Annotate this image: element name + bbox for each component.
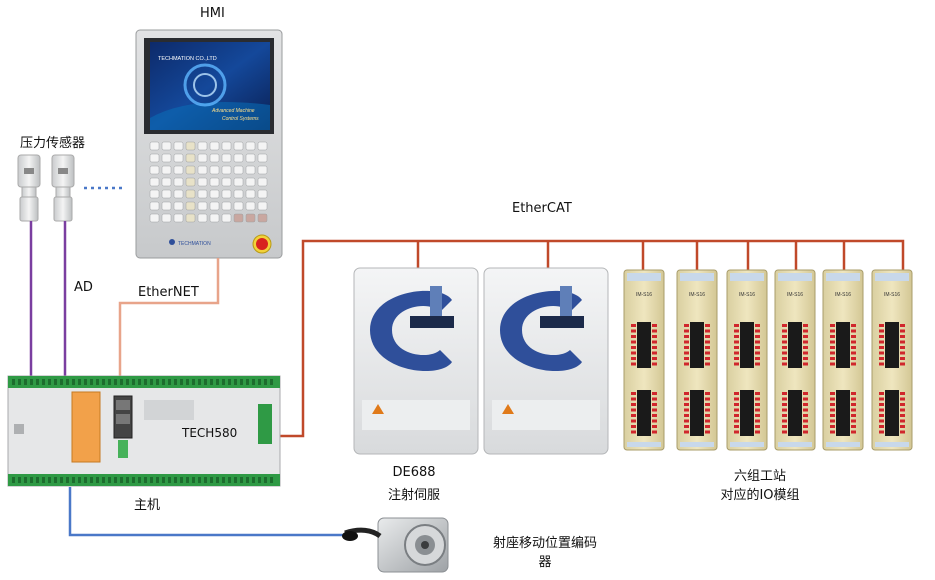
servo-label-line1: DE688 — [392, 465, 436, 480]
io-label-line2: 对应的IO模组 — [720, 488, 800, 503]
svg-text:IM-S16: IM-S16 — [884, 292, 900, 298]
host-label: 主机 — [134, 498, 161, 513]
svg-text:TECHMATION: TECHMATION — [178, 241, 211, 247]
ethercat-label: EtherCAT — [512, 201, 572, 216]
io-module-5: IM-S16 — [822, 269, 864, 451]
emergency-stop-button[interactable] — [252, 234, 272, 254]
svg-text:IM-S16: IM-S16 — [739, 292, 755, 298]
servo-drive-2 — [483, 267, 609, 455]
svg-text:IM-S16: IM-S16 — [835, 292, 851, 298]
hmi-brand: TECHMATION CO.,LTD — [158, 56, 217, 62]
ethernet-wire — [118, 258, 220, 410]
pressure-sensor-1 — [17, 154, 41, 222]
svg-text:IM-S16: IM-S16 — [689, 292, 705, 298]
position-encoder — [342, 517, 449, 573]
hmi-footer-logo: TECHMATION — [169, 239, 211, 247]
ad-label: AD — [74, 280, 93, 295]
ethernet-label: EtherNET — [138, 285, 199, 300]
encoder-label-line1: 射座移动位置编码 — [492, 536, 597, 551]
io-module-group: IM-S16 IM-S16 IM-S16 IM-S16 IM-S16 IM-S16 — [623, 269, 913, 451]
servo-label-line2: 注射伺服 — [387, 488, 440, 503]
io-module-2: IM-S16 — [676, 269, 718, 451]
encoder-label-line2: 器 — [538, 555, 552, 570]
servo-drive-1 — [353, 267, 479, 455]
pressure-sensor-label: 压力传感器 — [20, 136, 86, 151]
hmi-slogan-2: Control Systems — [222, 116, 259, 122]
io-module-4: IM-S16 — [774, 269, 816, 451]
svg-text:IM-S16: IM-S16 — [787, 292, 803, 298]
io-module-3: IM-S16 — [726, 269, 768, 451]
io-label-line1: 六组工站 — [733, 469, 786, 484]
hmi-slogan-1: Advanced Machine — [211, 108, 255, 114]
svg-text:IM-S16: IM-S16 — [636, 292, 652, 298]
io-module-1: IM-S16 — [623, 269, 665, 451]
io-module-6: IM-S16 — [871, 269, 913, 451]
hmi-label: HMI — [200, 6, 225, 21]
controller-model-label: TECH580 — [181, 426, 237, 440]
pressure-sensor-2 — [51, 154, 75, 222]
hmi-panel: TECHMATION CO.,LTD Advanced Machine Cont… — [135, 29, 283, 259]
encoder-wire — [68, 487, 345, 537]
hmi-keypad — [149, 141, 268, 223]
tech580-controller: TECH580 — [7, 375, 281, 487]
